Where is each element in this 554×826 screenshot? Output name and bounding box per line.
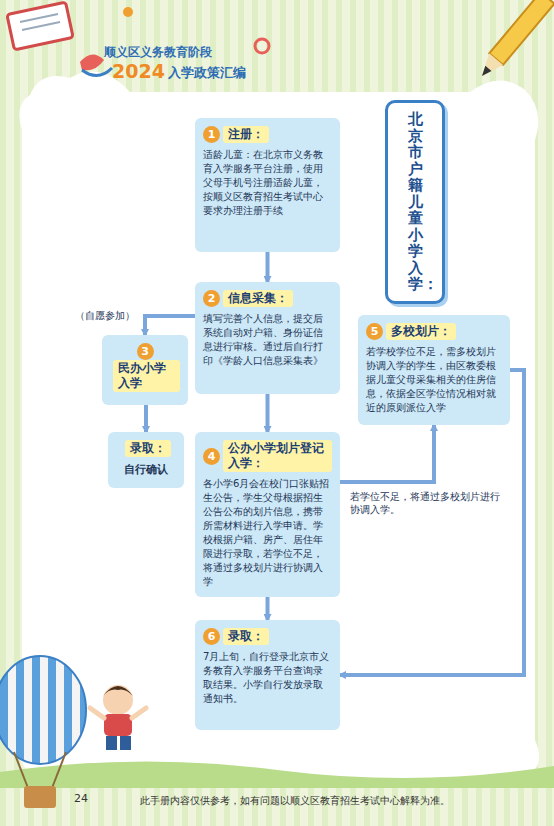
green-band [0,761,554,788]
deco-ring [255,39,269,53]
process-box: 4公办小学划片登记入学： 各小学6月会在校门口张贴招生公告，学生父母根据招生公告公… [195,432,340,597]
deco-dot [123,7,133,17]
callout-number: 4 [203,448,220,465]
flow-arrow [144,405,148,432]
step-title: 信息采集： [223,290,293,307]
flow-arrow [266,597,270,620]
step-body: 填写完善个人信息，提交后系统自动对户籍、身份证信息进行审核。通过后自行打印《学龄… [203,312,332,368]
pencil-icon [475,0,554,82]
flow-arrow [145,316,195,335]
step-heading: 6录取： [203,628,332,645]
step-heading: 2信息采集： [203,290,332,307]
page-number: 24 [74,792,88,805]
edge-label: 若学位不足，将通过多校划片进行协调入学。 [348,490,502,516]
step-title: 公办小学划片登记入学： [223,440,332,472]
step-title: 注册： [223,126,269,143]
step-heading: 3民办小学入学 [110,343,180,392]
flow-arrow [340,425,434,482]
balloon-illustration [0,656,86,808]
edge-label: （自愿参加） [73,309,143,322]
title-text: 北京市户籍儿童小学入学： [408,111,423,293]
process-box: 3民办小学入学 [102,335,188,405]
cloud-panel [19,72,539,778]
footer-note: 此手册内容仅供参考，如有问题以顺义区教育招生考试中心解释为准。 [140,794,450,808]
process-box: 1注册： 适龄儿童：在北京市义务教育入学服务平台注册，使用父母手机号注册适龄儿童，… [195,118,340,252]
step-title: 录取： [223,628,269,645]
callout-number: 2 [203,290,220,307]
step-title: 多校划片： [386,323,456,340]
step-title: 民办小学入学 [113,360,180,392]
header-year: 2024 [112,60,165,82]
step-heading: 4公办小学划片登记入学： [203,440,332,472]
title-box: 北京市户籍儿童小学入学： [385,100,445,304]
step-body: 自行确认 [116,462,176,476]
process-box: 5多校划片： 若学校学位不足，需多校划片协调入学的学生，由区教委根据儿童父母采集相… [358,315,510,425]
callout-number: 5 [366,323,383,340]
book-icon [7,2,73,50]
boy-illustration [90,685,146,750]
step-body: 适龄儿童：在北京市义务教育入学服务平台注册，使用父母手机号注册适龄儿童，按顺义区… [203,148,332,218]
step-body: 若学校学位不足，需多校划片协调入学的学生，由区教委根据儿童父母采集相关的住房信息… [366,345,502,415]
step-heading: 1注册： [203,126,332,143]
header-subtitle: 入学政策汇编 [168,64,246,82]
header-line: 顺义区义务教育阶段 [104,44,212,61]
callout-number: 1 [203,126,220,143]
step-heading: 录取： [116,440,176,457]
process-box: 6录取： 7月上旬，自行登录北京市义务教育入学服务平台查询录取结果。小学自行发放录… [195,620,340,730]
process-box: 录取： 自行确认 [108,432,184,488]
step-title: 录取： [125,440,171,457]
step-body: 各小学6月会在校门口张贴招生公告，学生父母根据招生公告公布的划片信息，携带所需材… [203,477,332,589]
callout-number: 6 [203,628,220,645]
callout-number: 3 [137,343,154,360]
flow-arrow [266,394,270,432]
step-heading: 5多校划片： [366,323,502,340]
process-box: 2信息采集： 填写完善个人信息，提交后系统自动对户籍、身份证信息进行审核。通过后自… [195,282,340,394]
flow-arrow [266,252,270,282]
step-body: 7月上旬，自行登录北京市义务教育入学服务平台查询录取结果。小学自行发放录取通知书… [203,650,332,706]
